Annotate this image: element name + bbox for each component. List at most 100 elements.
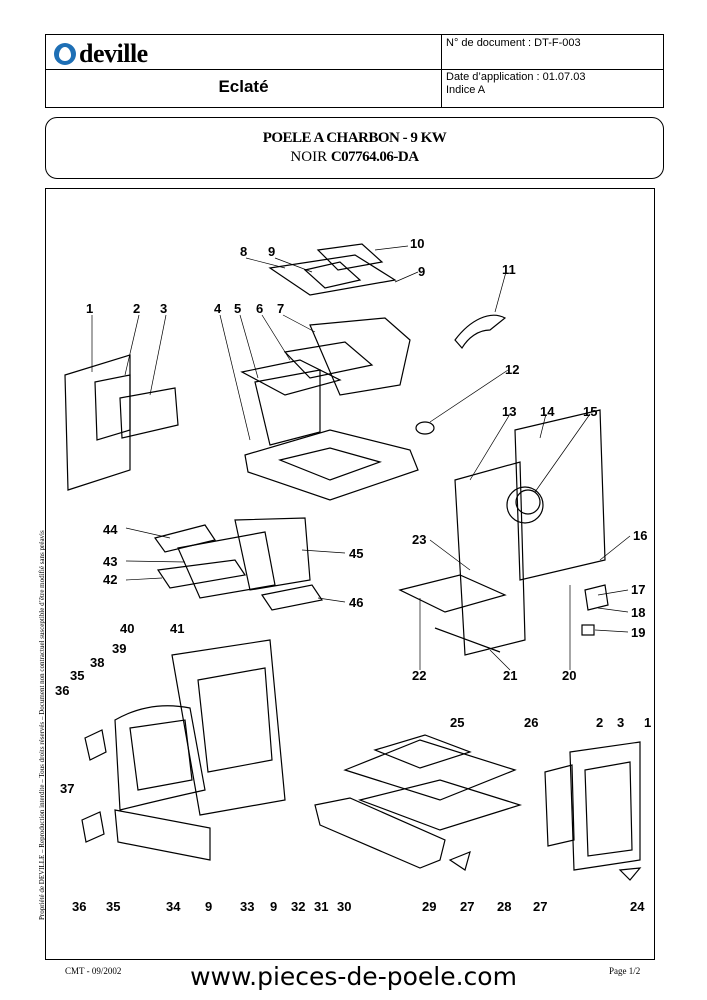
header-divider-vertical — [441, 35, 442, 107]
part-label: 3 — [160, 301, 167, 316]
lower-door-34-part — [114, 809, 211, 861]
brick-46-part — [261, 584, 323, 611]
part-label: 46 — [349, 595, 363, 610]
grate-43-part — [177, 531, 276, 599]
part-label: 8 — [240, 244, 247, 259]
leader-lines — [91, 245, 631, 671]
side-copyright-note: Propriété de DEVILLE – Reproduction inte… — [38, 530, 46, 920]
product-title-box: POELE A CHARBON - 9 KW NOIR C07764.06-DA — [45, 117, 664, 179]
part-label: 34 — [166, 899, 181, 914]
ash-pan-part — [254, 369, 321, 446]
right-bracket-part — [544, 764, 575, 847]
inner-box-part — [283, 341, 374, 379]
part-label: 3 — [617, 715, 624, 730]
rod-21-part — [434, 627, 501, 653]
brick-42-part — [156, 559, 247, 589]
part-labels: 1 2 3 4 5 6 7 8 9 10 9 11 12 13 14 15 16… — [55, 236, 651, 914]
door-38-part — [114, 705, 206, 811]
part-label: 38 — [90, 655, 104, 670]
stove-parts-drawing — [64, 243, 642, 881]
part-label: 27 — [460, 899, 474, 914]
part-label: 45 — [349, 546, 363, 561]
part-label: 44 — [103, 522, 118, 537]
base-window-part — [278, 447, 382, 481]
cover-part — [316, 243, 384, 271]
document-index: Indice A — [446, 84, 486, 96]
part-label: 1 — [644, 715, 651, 730]
foot-24-part — [618, 867, 642, 881]
part-label: 41 — [170, 621, 184, 636]
hinge-35b-part — [81, 811, 105, 843]
grate-22-part — [398, 574, 507, 613]
top-plate-part — [268, 254, 397, 296]
part-label: 9 — [270, 899, 277, 914]
part-label: 29 — [422, 899, 436, 914]
part-label: 1 — [86, 301, 93, 316]
door-window-part — [129, 719, 193, 791]
part-label: 10 — [410, 236, 424, 251]
right-panel-window-part — [584, 761, 633, 857]
part-label: 16 — [633, 528, 647, 543]
part-label: 14 — [540, 404, 555, 419]
front-frame-part — [171, 639, 286, 816]
part-label: 9 — [268, 244, 275, 259]
part-label: 35 — [70, 668, 84, 683]
knob-part — [415, 421, 435, 435]
deville-logo-mark-icon — [54, 43, 76, 65]
part-label: 32 — [291, 899, 305, 914]
part-label: 23 — [412, 532, 426, 547]
header-divider-horizontal — [46, 69, 663, 70]
base-part — [244, 429, 419, 501]
part-label: 42 — [103, 572, 117, 587]
part-label: 19 — [631, 625, 645, 640]
part-label: 9 — [418, 264, 425, 279]
application-date-block: Date d’application : 01.07.03 Indice A — [446, 71, 585, 97]
part-label: 36 — [55, 683, 69, 698]
bracket-17-part — [584, 584, 609, 611]
product-color: NOIR — [290, 149, 328, 165]
ash-plate-28-part — [357, 779, 523, 831]
part-label: 31 — [314, 899, 328, 914]
part-label: 21 — [503, 668, 517, 683]
part-label: 15 — [583, 404, 597, 419]
product-reference: C07764.06-DA — [330, 149, 419, 165]
footer-page-number: Page 1/2 — [609, 966, 641, 976]
left-bracket-part — [94, 374, 131, 441]
left-side-panel-part — [64, 354, 131, 491]
part-label: 28 — [497, 899, 511, 914]
flue-collar-part — [506, 486, 544, 524]
part-label: 7 — [277, 301, 284, 316]
left-inner-panel-part — [119, 387, 179, 439]
part-label: 37 — [60, 781, 74, 796]
logo-text: deville — [79, 39, 148, 68]
document-header: deville Eclaté N° de document : DT-F-003… — [45, 34, 664, 108]
part-label: 26 — [524, 715, 538, 730]
flue-opening-part — [515, 489, 541, 515]
part-label: 9 — [205, 899, 212, 914]
part-label: 27 — [533, 899, 547, 914]
application-date: Date d’application : 01.07.03 — [446, 71, 586, 83]
part-label: 2 — [596, 715, 603, 730]
foot-27-part — [448, 850, 471, 871]
part-label: 17 — [631, 582, 645, 597]
footer-left: CMT - 09/2002 — [65, 966, 122, 976]
part-label: 12 — [505, 362, 519, 377]
ash-box-frame-part — [343, 739, 517, 801]
ash-pan-top-part — [240, 359, 342, 396]
exploded-view-frame — [45, 188, 655, 960]
part-label: 2 — [133, 301, 140, 316]
footer-website-link[interactable]: www.pieces-de-poele.com — [190, 962, 517, 991]
right-side-panel-part — [569, 741, 641, 871]
part-label: 22 — [412, 668, 426, 683]
part-label: 20 — [562, 668, 576, 683]
document-number: N° de document : DT-F-003 — [446, 37, 581, 49]
ash-drawer-29-part — [314, 797, 446, 869]
part-label: 18 — [631, 605, 645, 620]
front-frame-window-part — [197, 667, 273, 773]
part-label: 24 — [630, 899, 645, 914]
handle-part — [454, 314, 507, 350]
deville-logo: deville — [54, 39, 148, 69]
brick-45-part — [234, 517, 311, 591]
product-reference-line: NOIR C07764.06-DA — [46, 149, 663, 166]
